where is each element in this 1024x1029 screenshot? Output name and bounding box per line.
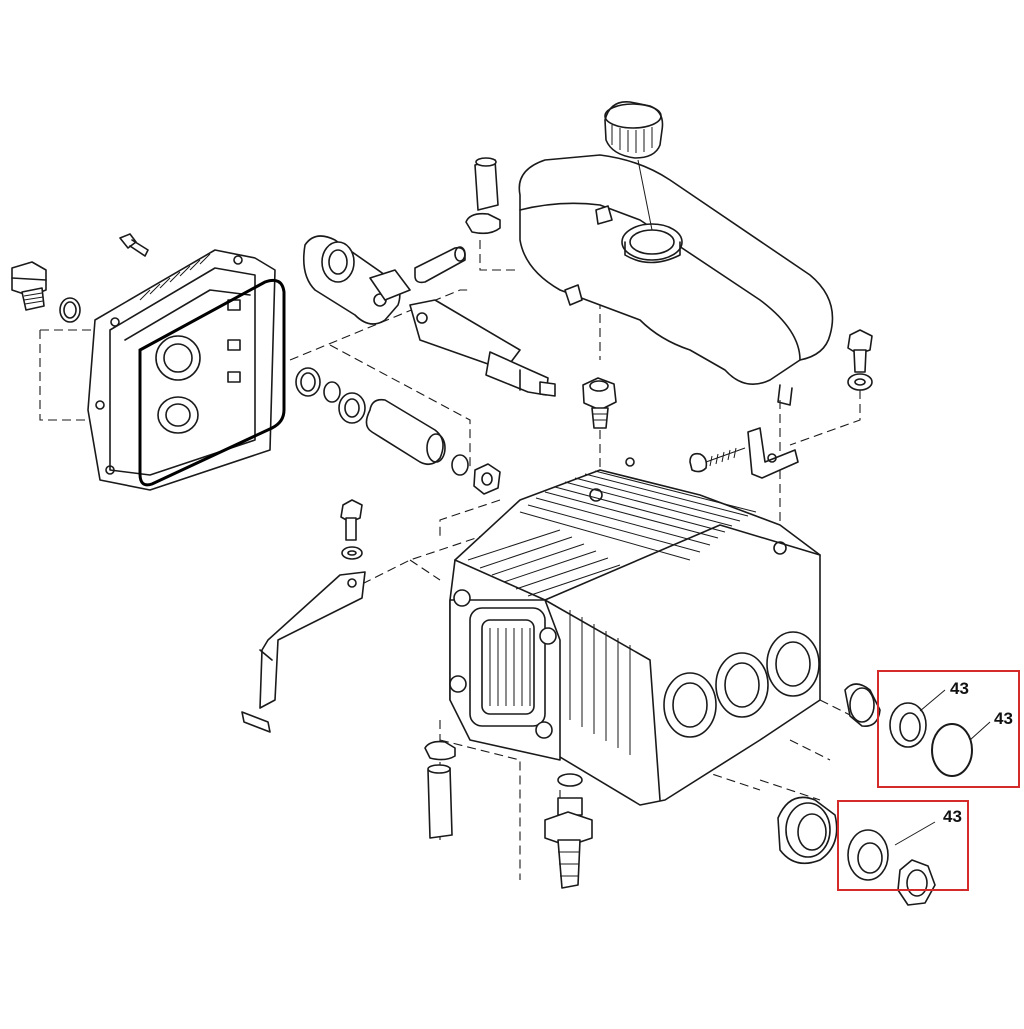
drain-plug-part xyxy=(11,261,47,311)
nut-ring-part xyxy=(897,859,936,906)
crankcase-part xyxy=(449,457,821,806)
oil-reservoir-part xyxy=(518,154,834,406)
o-ring-upper-part xyxy=(931,723,973,777)
valve-cover-part xyxy=(87,249,276,491)
support-arm-part xyxy=(241,571,366,733)
callout-label-o-ring-upper: 43 xyxy=(994,709,1013,728)
cover-bolt-part xyxy=(119,233,149,257)
plug-washer-part xyxy=(59,297,81,323)
highlight-box-upper-seals xyxy=(877,670,1020,788)
drain-fitting-part xyxy=(582,377,617,429)
hose-part xyxy=(427,764,453,839)
bracket-part xyxy=(747,427,799,479)
seal-ring-lower-part xyxy=(847,829,889,881)
inlet-fitting-part xyxy=(544,773,593,889)
mount-bolt-part xyxy=(847,329,873,391)
valve-seat-part xyxy=(777,796,838,865)
wrist-pin-part xyxy=(414,246,466,284)
connecting-rod-part xyxy=(302,235,411,325)
piston-guide-part xyxy=(409,299,556,397)
seal-ring-upper-part xyxy=(889,702,927,748)
piston-seal-stack-part xyxy=(295,367,501,495)
screw-part xyxy=(689,447,746,473)
callout-leader-lines xyxy=(894,689,991,846)
filler-cap-part xyxy=(604,101,664,231)
seal-retainer-part xyxy=(844,683,881,727)
valve-gasket-part xyxy=(138,278,286,487)
arm-bolt-part xyxy=(340,499,363,560)
callout-label-seal-ring-lower: 43 xyxy=(943,807,962,826)
callout-label-seal-ring-upper: 43 xyxy=(950,679,969,698)
hose-clamp-part xyxy=(424,740,456,761)
breather-tube-part xyxy=(465,157,501,235)
highlight-box-lower-seals xyxy=(837,800,969,891)
